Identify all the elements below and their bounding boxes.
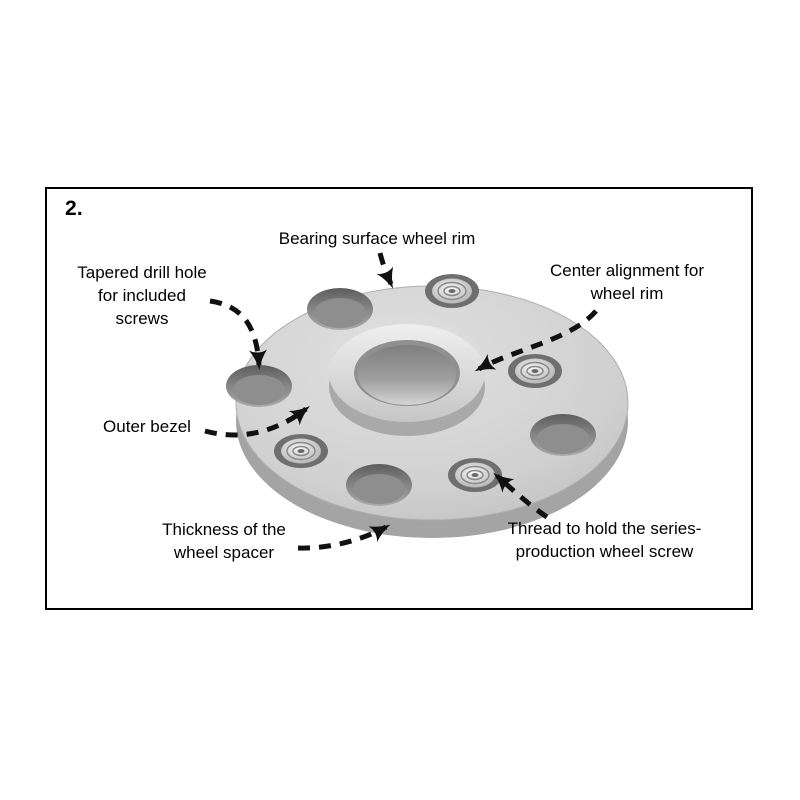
threaded-hole [508, 354, 562, 388]
step-number: 2. [65, 197, 83, 220]
counterbore-hole [226, 365, 292, 407]
threaded-hole [274, 434, 328, 468]
threaded-hole [448, 458, 502, 492]
label-outer-bezel: Outer bezel [103, 417, 191, 436]
wheel-spacer-illustration [204, 252, 629, 551]
arrow-bearing-surface [376, 252, 394, 289]
counterbore-hole [530, 414, 596, 456]
diagram-panel: 2. Bearing surface wheel rim Tapered dri… [45, 187, 753, 610]
arrow-center-alignment [474, 309, 598, 372]
center-bore [358, 345, 456, 405]
arrow-tapered-drill-hole [209, 298, 268, 370]
arrow-thread [493, 472, 549, 520]
arrow-thickness [297, 524, 391, 551]
label-thread: Thread to hold the series-production whe… [507, 519, 702, 561]
wheel-spacer [226, 274, 629, 538]
counterbore-hole [307, 288, 373, 330]
threaded-hole [425, 274, 479, 308]
counterbore-hole [346, 464, 412, 506]
label-bearing-surface: Bearing surface wheel rim [278, 229, 476, 248]
callout-arrows [204, 252, 598, 551]
